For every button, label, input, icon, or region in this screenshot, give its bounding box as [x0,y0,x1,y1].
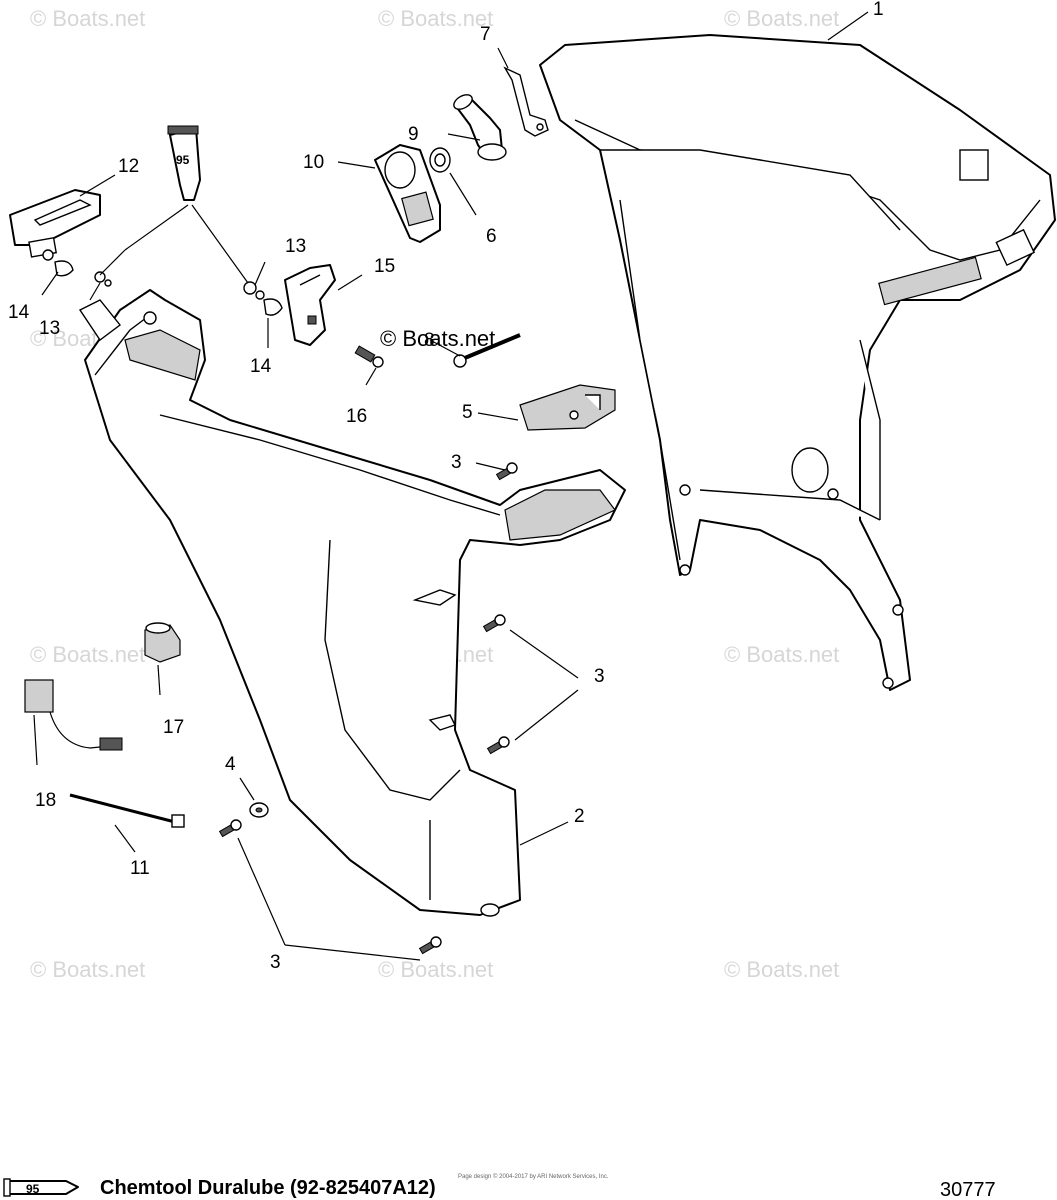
callouts: 1 2 3 3 3 4 5 6 7 8 9 10 11 12 13 13 14 … [8,0,884,973]
part-washer [249,802,269,818]
callout-12: 12 [118,156,139,177]
part-front-chaps [78,289,626,917]
watermark: © Boats.net [30,642,145,667]
watermark: © Boats.net [30,6,145,31]
watermark: © Boats.net [30,957,145,982]
part-bracket [503,66,549,137]
callout-11: 11 [130,858,150,879]
bolt [495,462,518,481]
watermark: © Boats.net [378,6,493,31]
callout-3: 3 [594,666,605,687]
callout-16: 16 [346,406,367,427]
bolt [218,819,242,838]
callout-4: 4 [225,754,236,775]
callout-3: 3 [270,952,281,973]
bolt [486,736,510,755]
watermark: © Boats.net [724,957,839,982]
figure-id: 30777 [940,1179,996,1200]
part-plate [284,264,336,346]
callout-7: 7 [480,24,491,45]
callout-5: 5 [462,402,473,423]
callout-9: 9 [408,124,419,145]
legend-tube-label: 95 [26,1182,40,1196]
lubricant-tube: 95 [167,125,201,201]
part-cable-tie [69,793,185,828]
part-harness [24,679,123,751]
tube-label: 95 [176,153,190,167]
bolt [418,936,442,955]
callout-2: 2 [574,806,585,827]
part-rear-chaps [539,34,1056,691]
callout-13: 13 [285,236,306,257]
legend-text: Chemtool Duralube (92-825407A12) [100,1177,436,1199]
callout-1: 1 [873,0,884,20]
part-long-bolt [453,333,521,368]
part-clip [94,271,112,287]
part-clip [243,281,265,300]
callout-6: 6 [486,226,497,247]
watermark: © Boats.net [724,642,839,667]
part-handle [9,189,101,261]
part-latch [519,384,616,431]
legend: 95 Chemtool Duralube (92-825407A12) [3,1177,436,1199]
callout-14: 14 [8,302,30,323]
part-seal [54,260,74,277]
callout-15: 15 [374,256,395,277]
callout-13: 13 [39,318,60,339]
part-bolt-16 [354,345,384,368]
bolt [482,614,506,633]
callout-18: 18 [35,790,56,811]
callout-3: 3 [451,452,462,473]
legend-tube-icon: 95 [3,1178,79,1197]
callout-14: 14 [250,356,272,377]
watermark: © Boats.net [724,6,839,31]
leader-lines [33,11,869,961]
callout-10: 10 [303,152,324,173]
part-elbow-fitting [453,94,507,161]
watermark-center: © Boats.net [380,326,495,351]
copyright: Page design © 2004-2017 by ARI Network S… [458,1173,609,1180]
callout-17: 17 [163,717,184,738]
callout-8: 8 [424,330,435,351]
part-bolts [218,462,518,955]
watermark: © Boats.net [378,957,493,982]
part-grommet-plate [374,144,441,243]
part-grommet [144,622,181,663]
part-nut [429,147,451,173]
part-seal [263,298,283,316]
